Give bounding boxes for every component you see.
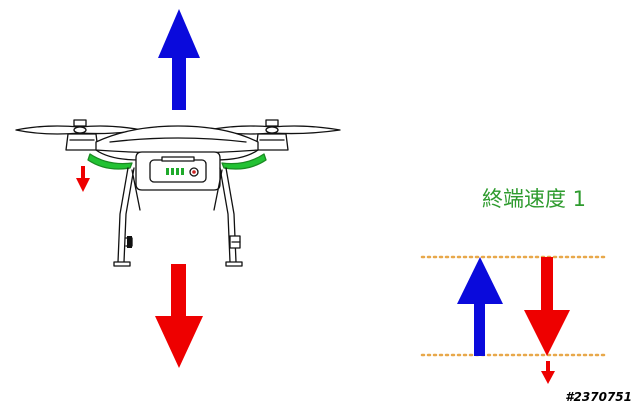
gravity-arrow-icon: [155, 264, 203, 368]
quadcopter-drone-icon: [15, 119, 341, 267]
terminal-small-arrow-icon: [541, 361, 555, 384]
terminal-velocity-label: 終端速度 1: [482, 187, 586, 211]
terminal-lift-arrow-icon: [457, 257, 503, 356]
watermark-text: #2370751: [565, 390, 632, 404]
terminal-gravity-arrow-icon: [524, 257, 570, 356]
lift-arrow-icon: [158, 9, 200, 110]
small-drag-arrow-icon: [76, 166, 90, 192]
